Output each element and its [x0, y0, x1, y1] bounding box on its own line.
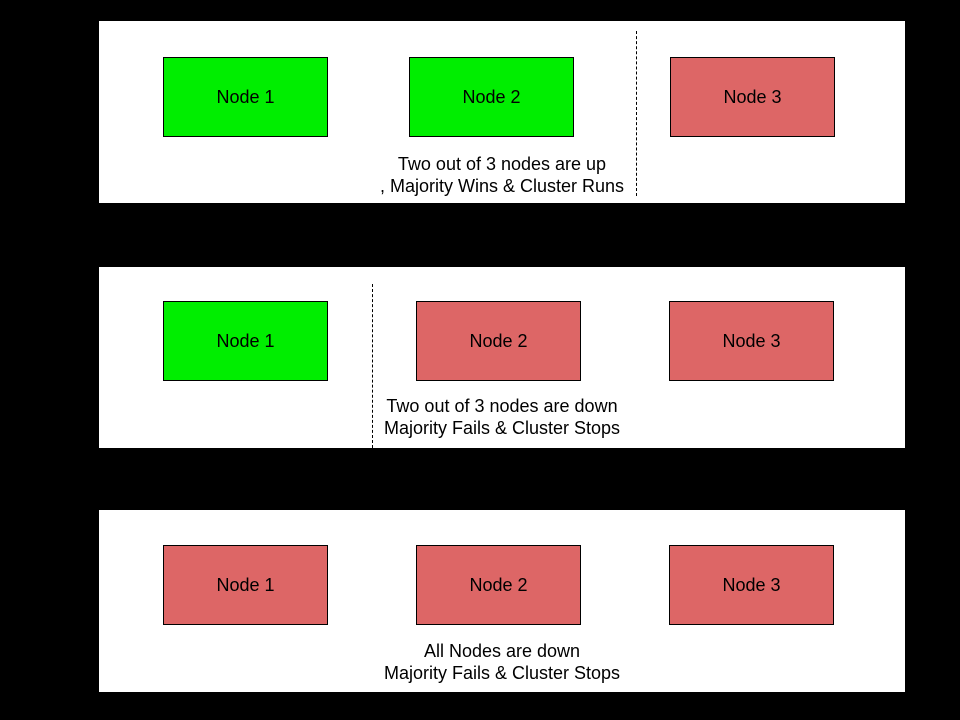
node-box-1: Node 1 — [163, 545, 328, 625]
caption-line-2: , Majority Wins & Cluster Runs — [379, 176, 625, 196]
node-box-3: Node 3 — [669, 301, 834, 381]
node-label: Node 3 — [722, 330, 781, 351]
node-label: Node 2 — [462, 86, 521, 107]
node-label: Node 1 — [216, 330, 275, 351]
caption-line-1: Two out of 3 nodes are down — [386, 396, 618, 416]
node-label: Node 3 — [723, 86, 782, 107]
node-box-1: Node 1 — [163, 301, 328, 381]
caption-line-2: Majority Fails & Cluster Stops — [383, 663, 621, 683]
node-box-3: Node 3 — [669, 545, 834, 625]
caption-line-1: All Nodes are down — [423, 641, 581, 661]
node-box-1: Node 1 — [163, 57, 328, 137]
node-box-2: Node 2 — [409, 57, 574, 137]
node-box-2: Node 2 — [416, 301, 581, 381]
node-label: Node 1 — [216, 86, 275, 107]
node-box-3: Node 3 — [670, 57, 835, 137]
caption-line-1: Two out of 3 nodes are up — [397, 154, 607, 174]
node-label: Node 1 — [216, 574, 275, 595]
node-label: Node 3 — [722, 574, 781, 595]
quorum-partition-divider — [636, 31, 637, 196]
node-box-2: Node 2 — [416, 545, 581, 625]
scenario-caption: Two out of 3 nodes are up, Majority Wins… — [99, 153, 905, 197]
node-label: Node 2 — [469, 574, 528, 595]
panel-scenario-two-nodes-down: Node 1 Node 2 Node 3 Two out of 3 nodes … — [98, 266, 906, 449]
quorum-partition-divider — [372, 284, 373, 448]
node-label: Node 2 — [469, 330, 528, 351]
caption-line-2: Majority Fails & Cluster Stops — [383, 418, 621, 438]
panel-scenario-two-nodes-up: Node 1 Node 2 Node 3 Two out of 3 nodes … — [98, 20, 906, 204]
